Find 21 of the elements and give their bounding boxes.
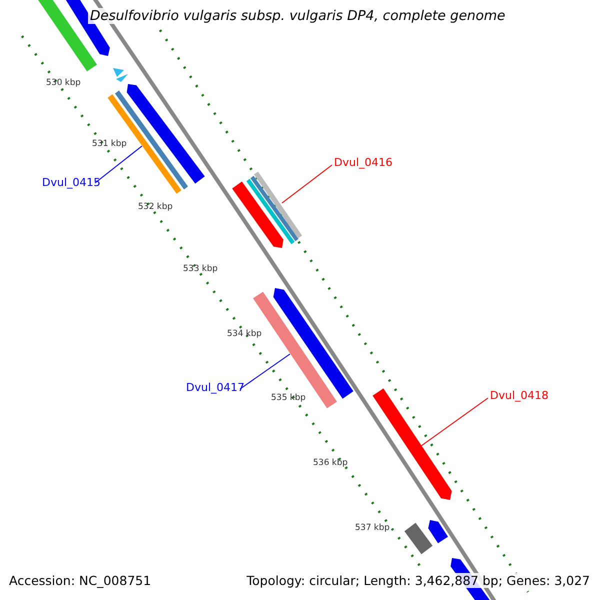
gene-label: Dvul_0416 bbox=[334, 156, 393, 169]
gene-label: Dvul_0418 bbox=[490, 389, 549, 402]
leader-line bbox=[94, 146, 142, 184]
tick-label: 536 kbp bbox=[313, 458, 348, 468]
tick-label: 532 kbp bbox=[138, 202, 173, 212]
genome-info-text: Topology: circular; Length: 3,462,887 bp; Genes: 3,027 bbox=[246, 573, 590, 588]
tick-label: 530 kbp bbox=[46, 78, 81, 88]
tick-label: 533 kbp bbox=[183, 264, 218, 274]
tick-label: 537 kbp bbox=[355, 523, 390, 533]
title: Desulfovibrio vulgaris subsp. vulgaris DP4, complete genome bbox=[88, 8, 508, 24]
accession-text: Accession: NC_008751 bbox=[9, 573, 152, 588]
gene-bar bbox=[108, 94, 182, 194]
gene-label: Dvul_0415 bbox=[42, 176, 101, 189]
leader-line bbox=[240, 354, 290, 390]
gene-bar bbox=[372, 388, 452, 500]
leader-line bbox=[420, 398, 488, 446]
tick-label: 534 kbp bbox=[227, 329, 262, 339]
tick-label: 531 kbp bbox=[92, 139, 127, 149]
tick-label: 535 kbp bbox=[271, 393, 306, 403]
leader-line bbox=[282, 164, 332, 204]
gene-label: Dvul_0417 bbox=[186, 381, 245, 394]
